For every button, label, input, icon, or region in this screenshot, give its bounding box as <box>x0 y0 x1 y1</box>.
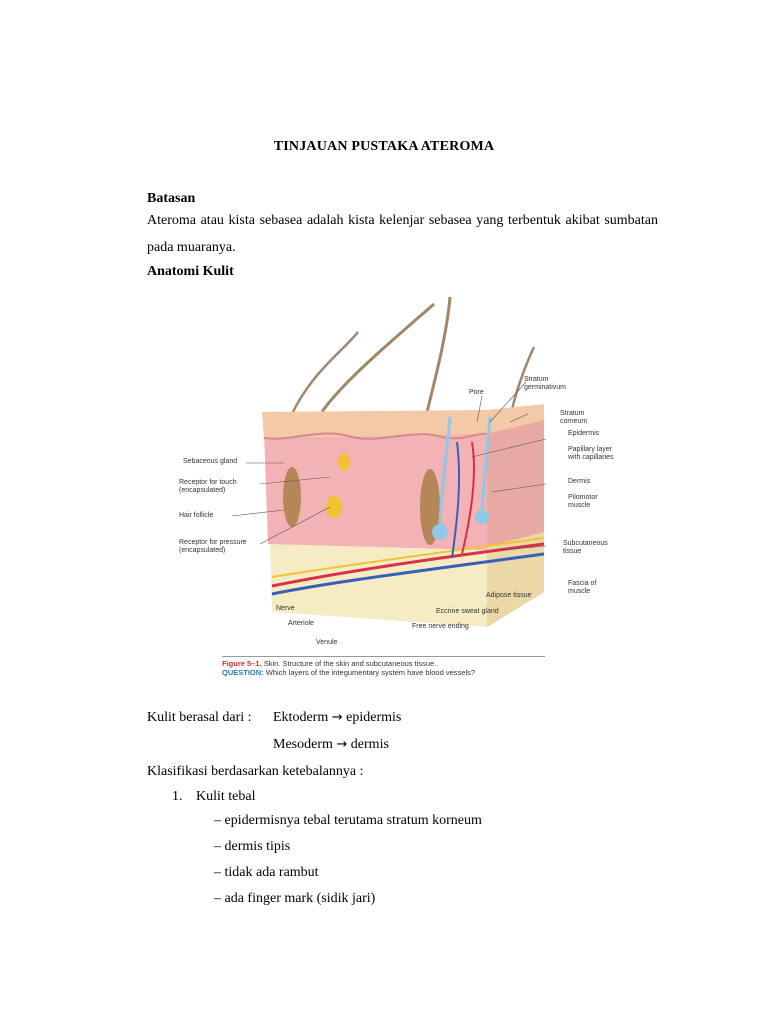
origin-item: Mesoderm → dermis <box>273 737 389 753</box>
caption-text: Skin. Structure of the skin and subcutan… <box>263 659 437 668</box>
label-epidermis: Epidermis <box>568 430 600 437</box>
bullet-item: – dermis tipis <box>214 839 291 854</box>
label-sebaceous-gland: Sebaceous gland <box>183 458 238 465</box>
list-item-number: 1. <box>172 789 183 804</box>
label-free-nerve-ending: Free nerve ending <box>412 623 469 630</box>
label-adipose-tissue: Adipose tissue <box>486 592 532 599</box>
page-title: TINJAUAN PUSTAKA ATEROMA <box>273 139 495 154</box>
origin-to: epidermis <box>346 710 402 725</box>
label-hair-follicle: Hair follicle <box>179 512 214 519</box>
skin-anatomy-figure: Pore Stratum germinativum Stratum corneu… <box>172 292 587 682</box>
label-eccrine-sweat-gland: Eccrine sweat gland <box>436 608 499 615</box>
batasan-paragraph: Ateroma atau kista sebasea adalah kista … <box>147 213 658 255</box>
label-stratum-germinativum: Stratum germinativum <box>524 376 567 391</box>
label-receptor-pressure: Receptor for pressure (encapsulated) <box>179 539 247 554</box>
caption-number: Figure 5–1. <box>222 659 262 668</box>
label-receptor-touch: Receptor for touch (encapsulated) <box>179 479 237 494</box>
section-heading-anatomi: Anatomi Kulit <box>147 264 234 279</box>
section-heading-batasan: Batasan <box>147 191 196 206</box>
arrow-right-icon: → <box>336 737 348 752</box>
label-papillary-layer: Papillary layer with capillaries <box>568 446 614 461</box>
figure-caption: Figure 5–1. Skin. Structure of the skin … <box>222 656 545 677</box>
label-subcutaneous-tissue: Subcutaneous tissue <box>563 540 608 555</box>
list-item-title: Kulit tebal <box>196 789 256 804</box>
skin-illustration <box>231 296 547 627</box>
origin-from: Ektoderm <box>273 710 329 725</box>
label-dermis: Dermis <box>568 478 591 485</box>
origin-from: Mesoderm <box>273 737 333 752</box>
origin-label: Kulit berasal dari : <box>147 710 252 725</box>
label-venule: Venule <box>316 639 338 646</box>
label-arteriole: Arteriole <box>288 620 315 627</box>
label-fascia-of-muscle: Fascia of muscle <box>568 580 597 595</box>
klasifikasi-label: Klasifikasi berdasarkan ketebalannya : <box>147 764 364 779</box>
label-pore: Pore <box>469 389 484 396</box>
caption-question-label: QUESTION: <box>222 668 264 677</box>
caption-question: Which layers of the integumentary system… <box>265 668 476 677</box>
origin-to: dermis <box>350 737 389 752</box>
origin-item: Ektoderm → epidermis <box>273 710 401 726</box>
label-pilomotor-muscle: Pilomotor muscle <box>568 494 598 509</box>
bullet-item: – epidermisnya tebal terutama stratum ko… <box>214 813 482 828</box>
bullet-item: – ada finger mark (sidik jari) <box>214 891 376 906</box>
bullet-item: – tidak ada rambut <box>214 865 319 880</box>
arrow-right-icon: → <box>331 710 343 725</box>
label-stratum-corneum: Stratum corneum <box>560 410 588 425</box>
label-nerve: Nerve <box>276 605 295 612</box>
